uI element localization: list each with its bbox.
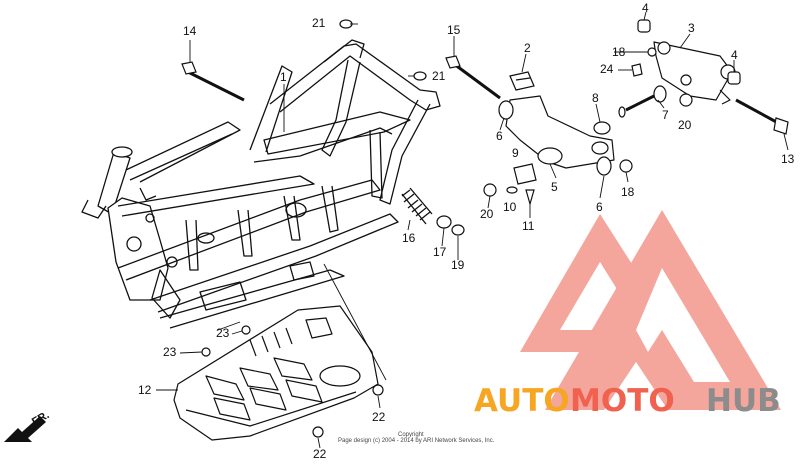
callout-4-b: 4 bbox=[731, 48, 738, 62]
callout-11: 11 bbox=[522, 219, 535, 233]
callout-2: 2 bbox=[524, 41, 531, 55]
front-arrow-icon bbox=[4, 416, 46, 442]
callout-17: 17 bbox=[433, 245, 447, 259]
callout-4-a: 4 bbox=[642, 1, 649, 15]
callout-15: 15 bbox=[447, 23, 461, 37]
callout-18-a: 18 bbox=[612, 45, 626, 59]
arm-5 bbox=[505, 95, 615, 169]
pad-2 bbox=[509, 71, 535, 91]
callout-19: 19 bbox=[451, 258, 465, 272]
bolt-15 bbox=[445, 55, 501, 100]
callout-1: 1 bbox=[280, 70, 287, 84]
callout-21-b: 21 bbox=[432, 69, 446, 83]
callout-20-b: 20 bbox=[678, 118, 692, 132]
spring-16 bbox=[401, 187, 433, 225]
callout-24: 24 bbox=[600, 62, 614, 76]
callout-10: 10 bbox=[503, 200, 517, 214]
callout-20-a: 20 bbox=[480, 207, 494, 221]
leader-lines bbox=[156, 11, 789, 449]
callout-18-b: 18 bbox=[621, 185, 635, 199]
callout-14: 14 bbox=[183, 24, 197, 38]
automotohub-logo bbox=[520, 210, 781, 410]
callout-22-a: 22 bbox=[372, 410, 386, 424]
watermark-hub: HUB bbox=[706, 383, 781, 419]
callout-6-b: 6 bbox=[596, 200, 603, 214]
watermark-auto: AUTO bbox=[474, 383, 570, 419]
floor-panel bbox=[173, 305, 379, 441]
callout-12: 12 bbox=[138, 383, 152, 397]
callout-5: 5 bbox=[551, 180, 558, 194]
callout-9: 9 bbox=[512, 146, 519, 160]
callout-16: 16 bbox=[402, 231, 416, 245]
callout-8: 8 bbox=[592, 91, 599, 105]
bolt-14 bbox=[181, 61, 245, 102]
small-hardware bbox=[201, 19, 741, 438]
callout-6-a: 6 bbox=[496, 129, 503, 143]
bolt-7 bbox=[618, 85, 667, 118]
callout-13: 13 bbox=[781, 152, 795, 166]
callout-7: 7 bbox=[662, 108, 669, 122]
callout-22-b: 22 bbox=[313, 447, 327, 461]
copyright-text: Page design (c) 2004 - 2014 by ARI Netwo… bbox=[338, 438, 495, 444]
callout-23-b: 23 bbox=[163, 345, 177, 359]
main-frame bbox=[81, 39, 441, 329]
copyright-title: Copyright bbox=[398, 432, 424, 438]
callout-3: 3 bbox=[688, 21, 695, 35]
callout-23-a: 23 bbox=[216, 326, 230, 340]
callout-21-a: 21 bbox=[312, 16, 326, 30]
watermark-moto: MOTO bbox=[570, 383, 675, 419]
bolt-13 bbox=[735, 98, 789, 135]
